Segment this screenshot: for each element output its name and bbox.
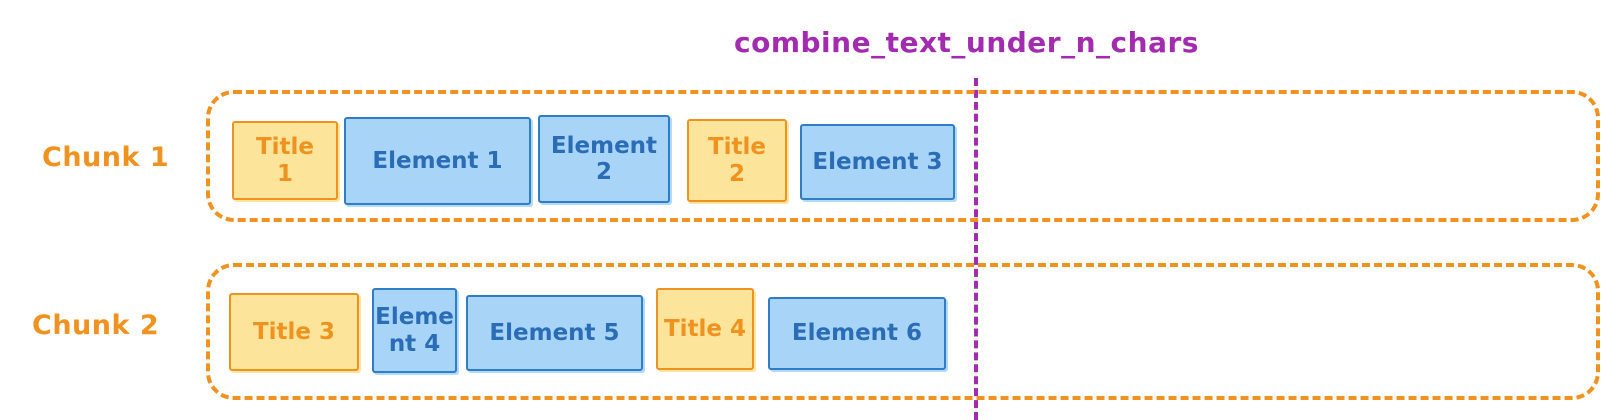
element-box[interactable]: Element 6 <box>768 297 946 370</box>
element-box[interactable]: Element 1 <box>344 117 531 205</box>
page-title: combine_text_under_n_chars <box>734 26 1199 59</box>
node-label: Element 1 <box>372 147 503 174</box>
node-label: Element 6 <box>791 320 923 347</box>
node-label: Title 3 <box>252 318 336 345</box>
node-label: Title 1 <box>255 134 315 187</box>
element-box[interactable]: Element 3 <box>800 124 955 200</box>
element-box[interactable]: Eleme nt 4 <box>372 288 457 373</box>
title-box[interactable]: Title 2 <box>687 119 787 202</box>
node-label: Element 5 <box>489 319 620 346</box>
node-label: Eleme nt 4 <box>375 304 454 357</box>
title-box[interactable]: Title 4 <box>656 288 754 370</box>
chunk-label-2: Chunk 2 <box>32 310 160 341</box>
node-label: Element 3 <box>812 148 943 175</box>
element-box[interactable]: Element 2 <box>538 115 670 203</box>
node-label: Title 2 <box>707 134 767 187</box>
title-box[interactable]: Title 3 <box>229 293 359 371</box>
element-box[interactable]: Element 5 <box>466 295 643 371</box>
node-label: Element 2 <box>550 132 658 185</box>
chunk-container-1 <box>206 90 1600 222</box>
chunk-container-2 <box>206 263 1600 400</box>
chunk-label-1: Chunk 1 <box>42 142 170 173</box>
node-label: Title 4 <box>663 315 747 342</box>
n-chars-threshold-line <box>974 78 978 420</box>
title-box[interactable]: Title 1 <box>232 121 338 200</box>
